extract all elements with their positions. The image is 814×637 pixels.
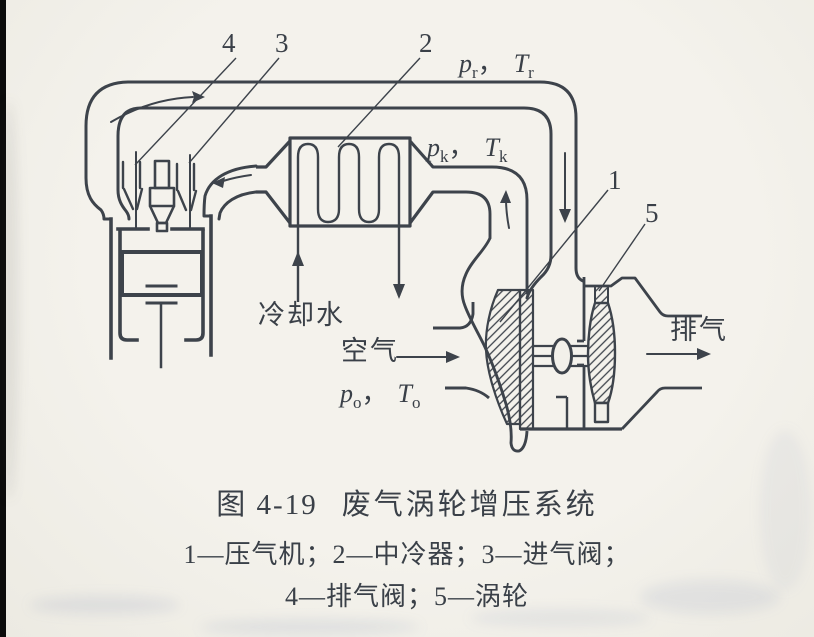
compressor-wheel (484, 288, 522, 426)
intercooler (256, 136, 435, 228)
callout-intercooler: 2 (419, 28, 433, 58)
callout-intake-valve: 3 (275, 28, 289, 58)
pressure-symbol: p (340, 379, 353, 408)
legend-line-2: 4—排气阀；5—涡轮 (284, 582, 529, 611)
temperature-symbol: T (397, 379, 412, 408)
shaft-and-bearing (520, 337, 622, 431)
flow-label-air: 空气 (341, 336, 399, 366)
compressor-outlet-duct (431, 165, 529, 295)
intake-valve (175, 154, 198, 229)
cooling-water-arrows (292, 251, 405, 299)
intake-flow-arrow (222, 174, 252, 182)
bearing (551, 337, 573, 375)
compressor-backplate (518, 288, 535, 431)
pressure-symbol: p (427, 133, 440, 162)
temperature-symbol: T (513, 49, 529, 78)
boost-flow-arrow (505, 198, 510, 229)
flow-label-cooling-water: 冷却水 (258, 300, 345, 330)
leader-lines (134, 57, 646, 323)
flow-label-exhaust: 排气 (670, 315, 728, 345)
scan-edge-strip (0, 0, 6, 637)
leader-5 (598, 223, 646, 292)
turbine (577, 276, 702, 430)
figure-caption: 图 4-19 废气涡轮增压系统 (0, 481, 814, 523)
intake-runner-pipe (202, 164, 258, 221)
engine-cylinder (109, 214, 213, 369)
exhaust-valve (121, 151, 144, 229)
turbine-hub (593, 401, 610, 424)
compressor (433, 237, 535, 453)
callout-compressor: 1 (608, 165, 622, 195)
exhaust-manifold-pipe (84, 80, 585, 300)
figure-number: 图 4-19 (216, 489, 318, 521)
figure-title: 废气涡轮增压系统 (341, 489, 598, 521)
state-label-compressor-outlet: pk，Tk (427, 133, 508, 167)
callout-exhaust-valve: 4 (222, 28, 236, 58)
leader-3 (188, 57, 280, 164)
flow-arrowheads (192, 91, 711, 363)
state-label-ambient: po，To (340, 379, 421, 413)
pressure-symbol: p (459, 49, 472, 78)
intercooler-coil (296, 142, 401, 302)
legend-line-1: 1—压气机；2—中冷器；3—进气阀； (183, 540, 631, 569)
leader-4 (134, 57, 237, 166)
state-label-turbine-inlet: pr，Tr (459, 49, 534, 83)
leader-2 (337, 57, 421, 148)
turbine-wheel (586, 301, 617, 405)
exhaust-flow-arrow (110, 96, 194, 123)
flow-arrows (110, 96, 699, 358)
temperature-symbol: T (484, 133, 499, 162)
leader-1 (499, 189, 609, 323)
callout-turbine: 5 (645, 198, 659, 228)
fuel-injector (148, 159, 176, 233)
